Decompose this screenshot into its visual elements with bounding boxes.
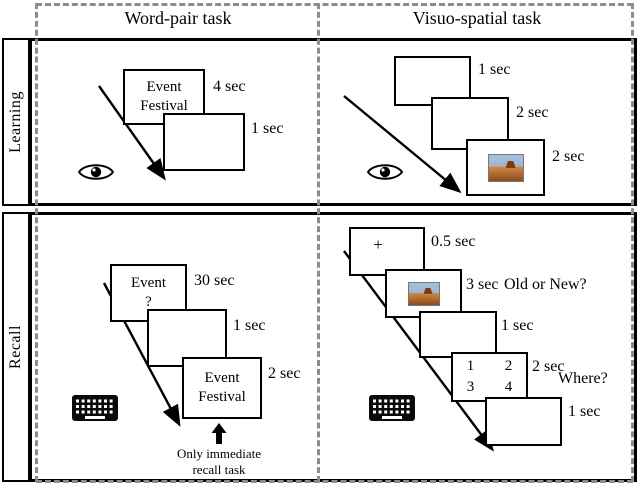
dashed-frame-top	[36, 3, 633, 6]
dashed-frame-right	[631, 3, 634, 482]
word-line-2: Festival	[140, 98, 188, 114]
duration-label: 2 sec	[268, 365, 301, 382]
dashed-frame-bottom	[36, 480, 633, 483]
word-pair-text: Event Festival	[140, 78, 188, 117]
eye-icon	[77, 161, 115, 188]
duration-label: 1 sec	[478, 61, 511, 78]
duration-label: 1 sec	[568, 403, 601, 420]
cue-text: Event ?	[131, 274, 166, 313]
recall-row-label-box: Recall	[2, 212, 30, 482]
duration-label: 30 sec	[194, 272, 235, 289]
location-number-grid: 1 2 3 4	[452, 359, 528, 395]
eye-icon	[366, 161, 404, 188]
duration-label: 1 sec	[233, 317, 266, 334]
cue-line-2: ?	[145, 294, 152, 310]
immediate-recall-note: Only immediate recall task	[157, 446, 281, 477]
recall-wordpair-feedback-card: Event Festival	[182, 357, 262, 419]
old-new-question: Old or New?	[504, 276, 587, 293]
grid-number-3: 3	[466, 379, 475, 395]
fixation-cross: +	[373, 234, 383, 254]
duration-label: 0.5 sec	[431, 233, 476, 250]
learning-wordpair-sequence-arrow	[98, 85, 166, 181]
duration-label: 2 sec	[532, 358, 565, 375]
scene-image	[487, 153, 524, 182]
immediate-recall-up-arrow	[211, 423, 227, 444]
note-line-1: Only immediate	[176, 446, 262, 461]
recall-visuospatial-grid-card: 1 2 3 4	[451, 352, 528, 402]
duration-label: 1 sec	[501, 317, 534, 334]
learning-row-box	[29, 38, 637, 206]
feedback-line-1: Event	[204, 369, 240, 386]
dashed-frame-column-divider	[317, 3, 320, 482]
feedback-line-2: Festival	[198, 389, 246, 405]
recall-visuospatial-blank-card-2	[485, 397, 562, 446]
dashed-frame-left	[35, 3, 38, 482]
learning-wordpair-blank-card	[163, 113, 245, 171]
grid-number-2: 2	[504, 358, 513, 374]
cue-line-1: Event	[131, 274, 166, 291]
recall-visuospatial-blank-card-1	[419, 311, 497, 358]
duration-label: 1 sec	[251, 120, 284, 137]
feedback-text: Event Festival	[198, 369, 246, 408]
note-line-2: recall task	[192, 461, 246, 477]
learning-row-label-box: Learning	[2, 38, 30, 206]
scene-image	[407, 281, 440, 306]
learning-visuospatial-image-card	[466, 139, 545, 196]
duration-label: 2 sec	[552, 148, 585, 165]
keyboard-icon	[72, 395, 118, 426]
learning-visuospatial-sequence-arrow	[343, 95, 462, 194]
visuo-spatial-task-title: Visuo-spatial task	[412, 8, 542, 28]
grid-number-1: 1	[466, 358, 475, 374]
grid-number-4: 4	[504, 379, 513, 395]
word-pair-task-title: Word-pair task	[124, 8, 232, 28]
keyboard-icon	[369, 395, 415, 426]
where-question: Where?	[558, 370, 608, 387]
word-line-1: Event	[146, 78, 182, 95]
duration-label: 2 sec	[516, 104, 549, 121]
duration-label: 4 sec	[213, 78, 246, 95]
recall-visuospatial-sequence-arrow	[343, 250, 494, 452]
recall-visuospatial-fixation-card: +	[349, 227, 425, 276]
duration-label: 3 sec	[466, 276, 499, 293]
